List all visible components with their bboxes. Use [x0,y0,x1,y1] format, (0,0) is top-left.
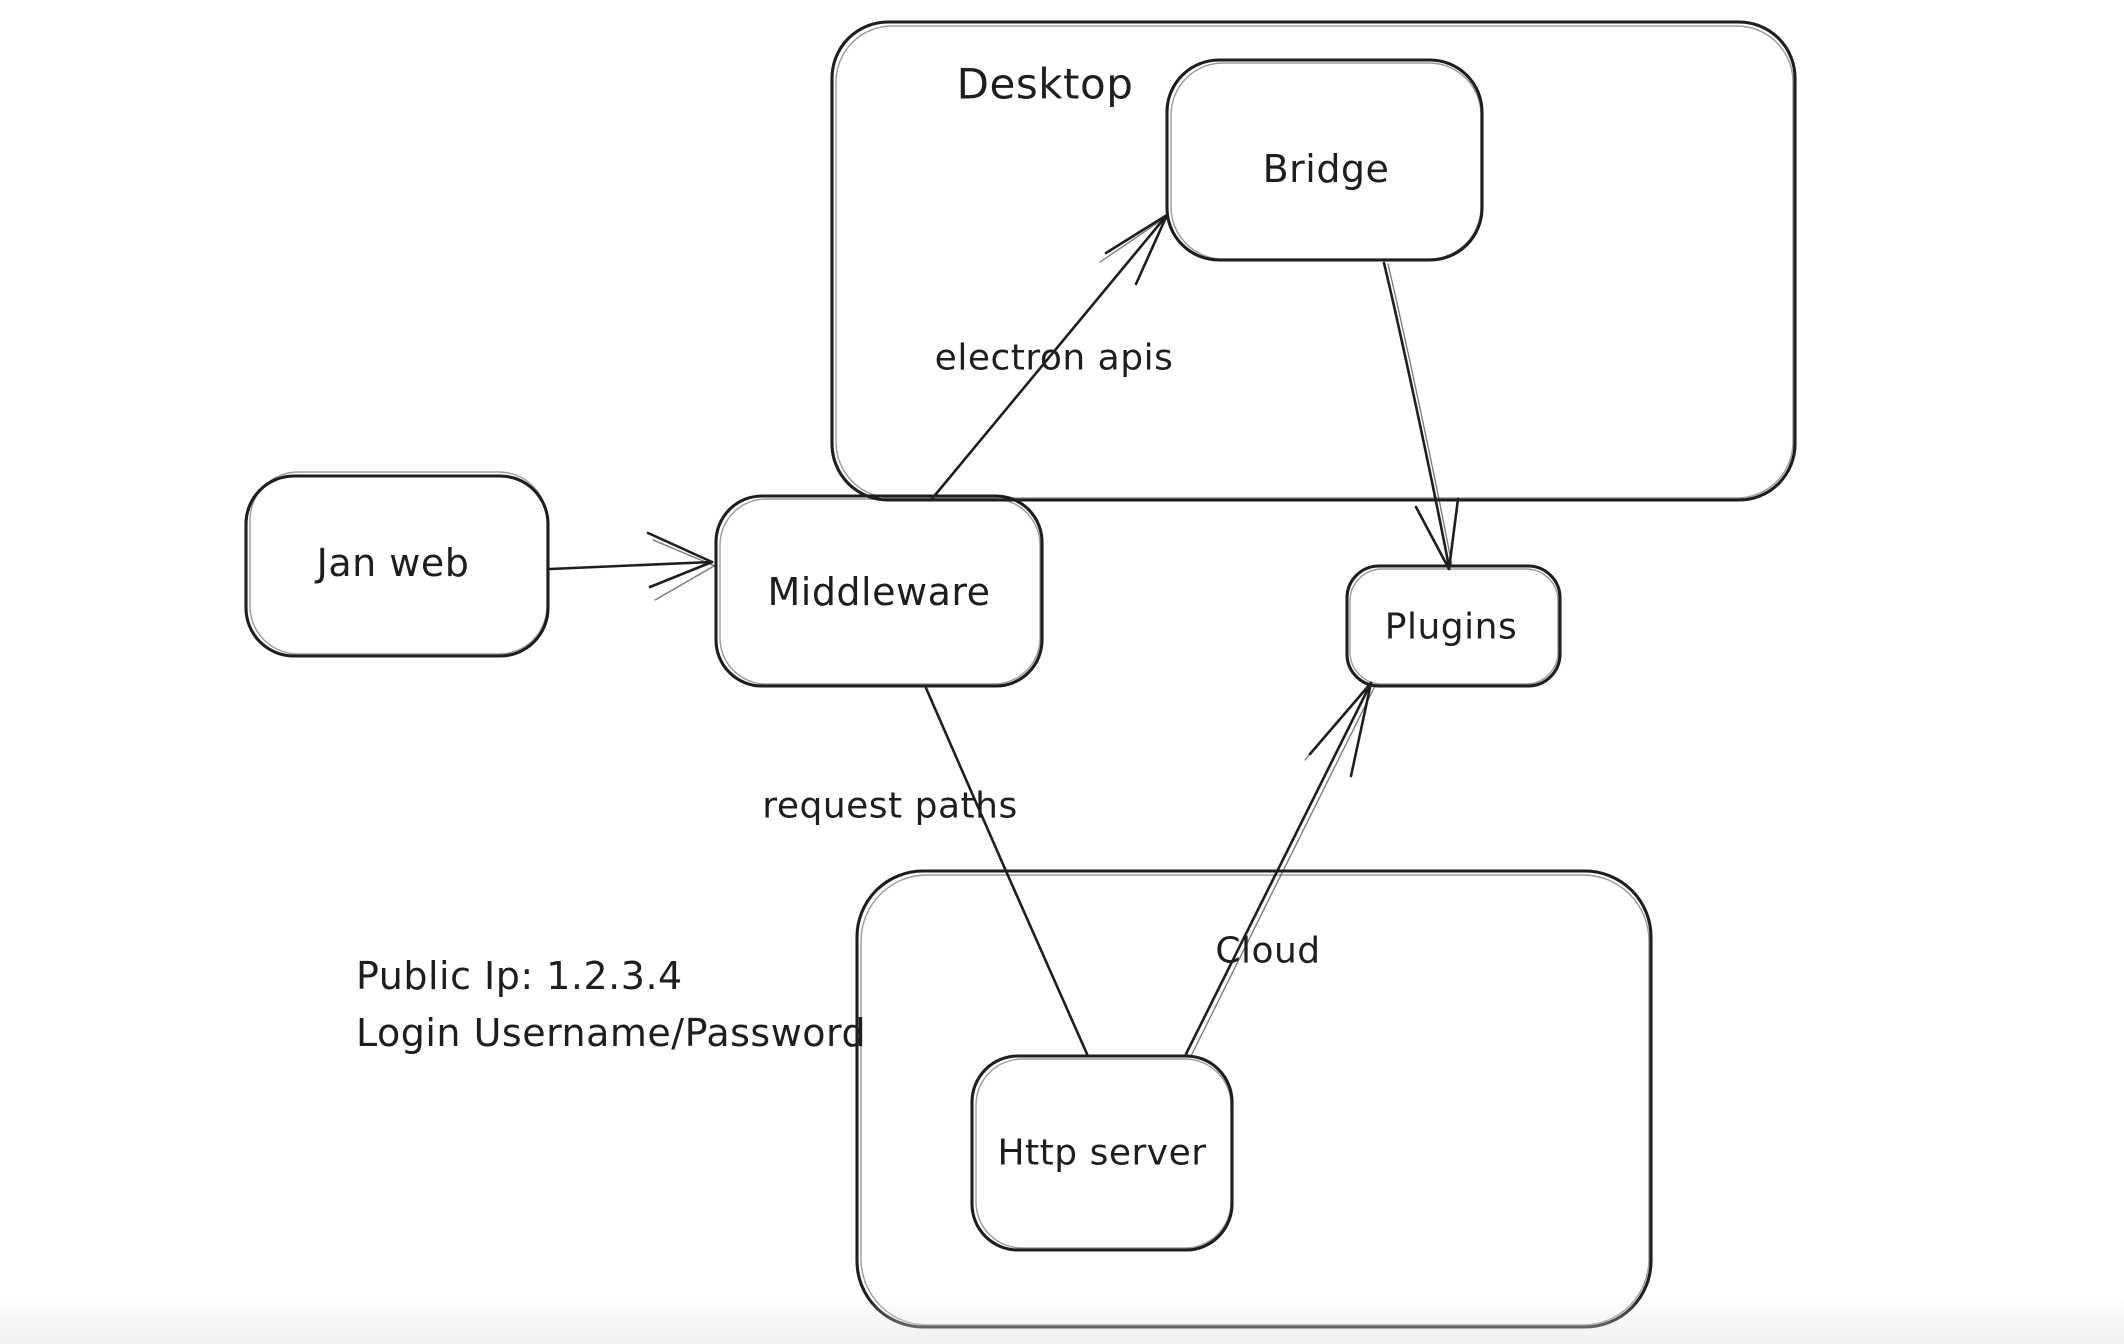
middleware-node-label: Middleware [767,570,991,614]
edge-label-electron-apis: electron apis [934,337,1174,379]
annotation-text-block: Public Ip: 1.2.3.4 Login Username/Passwo… [356,948,866,1062]
cloud-container-label: Cloud [1215,930,1321,972]
jan-web-node-label: Jan web [316,541,470,585]
arrow-middleware-to-bridge [929,213,1169,502]
plugins-node [1345,564,1562,688]
http-server-node-label: Http server [997,1132,1207,1174]
jan-web-node [244,471,550,658]
edge-label-request-paths: request paths [762,785,1018,827]
bridge-node-label: Bridge [1262,147,1390,191]
bridge-node [1165,58,1484,262]
arrow-janweb-to-middleware [548,531,716,601]
arrow-httpserver-to-plugins [1184,681,1376,1057]
desktop-container-label: Desktop [956,59,1134,109]
arrow-bridge-to-plugins [1382,261,1460,571]
annotation-public-ip: Public Ip: 1.2.3.4 [356,954,683,998]
plugins-node-label: Plugins [1384,606,1518,648]
line-middleware-to-httpserver [924,686,1089,1056]
annotation-login-credentials: Login Username/Password [356,1011,867,1055]
http-server-node [970,1054,1234,1252]
middleware-node [714,494,1044,688]
desktop-container [830,20,1797,502]
